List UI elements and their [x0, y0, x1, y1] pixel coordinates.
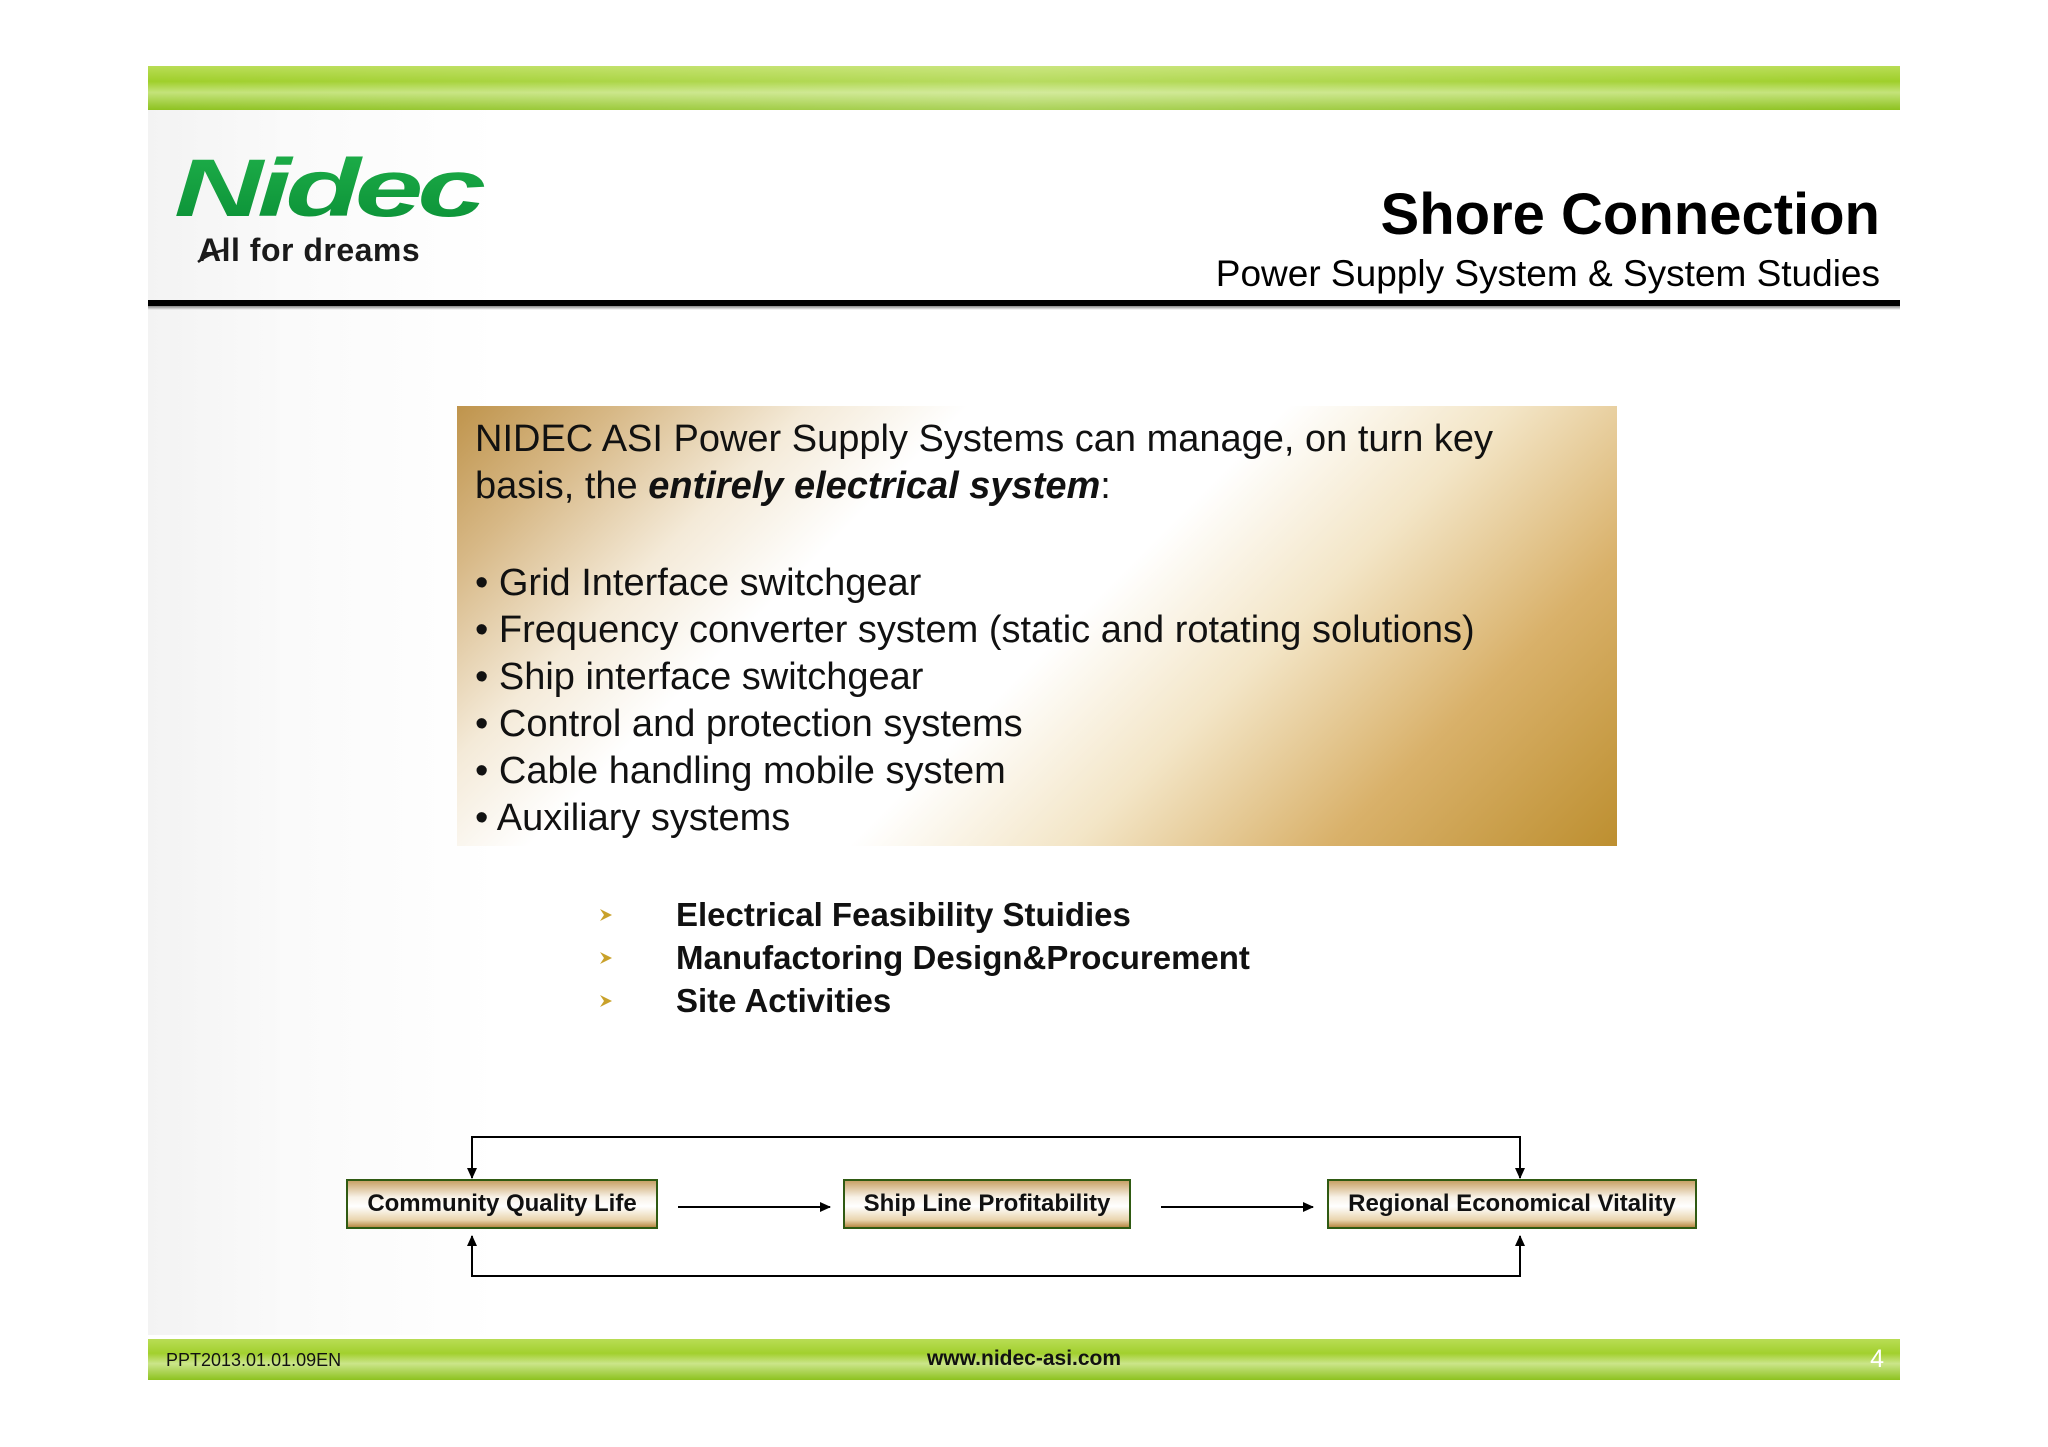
page-number: 4	[1870, 1345, 1884, 1373]
feature-item: Auxiliary systems	[475, 795, 1475, 842]
top-loop-connector	[471, 1136, 1521, 1178]
bottom-loop-connector	[471, 1236, 1521, 1277]
service-item: Site Activities	[596, 979, 1250, 1022]
page-title: Shore Connection	[1380, 182, 1880, 247]
arrowhead-bullet-icon	[600, 909, 612, 921]
flow-node-label: Regional Economical Vitality	[1348, 1190, 1676, 1217]
feature-item: Cable handling mobile system	[475, 748, 1475, 795]
page-subtitle: Power Supply System & System Studies	[1215, 253, 1880, 294]
feature-intro-prefix: NIDEC ASI Power Supply Systems can manag…	[475, 418, 1494, 507]
document-code: PPT2013.01.01.09EN	[166, 1350, 342, 1370]
flow-node-community: Community Quality Life	[346, 1179, 658, 1229]
feature-box: NIDEC ASI Power Supply Systems can manag…	[457, 406, 1617, 846]
service-label: Site Activities	[676, 982, 892, 1019]
arrowhead-bullet-icon	[600, 952, 612, 964]
nidec-wordmark-icon: Nidec	[174, 150, 488, 230]
flow-node-regional: Regional Economical Vitality	[1327, 1179, 1697, 1229]
svg-text:Nidec: Nidec	[174, 150, 485, 230]
flow-node-label: Ship Line Profitability	[863, 1190, 1111, 1217]
tagline-swoosh-icon	[197, 248, 225, 263]
header-divider	[148, 300, 1900, 306]
service-item: Electrical Feasibility Stuidies	[596, 893, 1250, 936]
services-list: Electrical Feasibility Stuidies Manufact…	[596, 893, 1250, 1022]
feature-item: Grid Interface switchgear	[475, 560, 1475, 607]
feature-item: Frequency converter system (static and r…	[475, 607, 1475, 654]
footer-website-link[interactable]: www.nidec-asi.com	[926, 1347, 1122, 1370]
brand-tagline: All for dreams	[198, 232, 421, 268]
feature-intro-emphasis: entirely electrical system	[648, 465, 1101, 507]
bottom-green-bar	[148, 1339, 1900, 1380]
header-divider-shadow	[148, 306, 1900, 310]
flow-node-ship-line: Ship Line Profitability	[843, 1179, 1131, 1229]
feature-item: Ship interface switchgear	[475, 654, 1475, 701]
feature-intro: NIDEC ASI Power Supply Systems can manag…	[475, 416, 1595, 510]
feature-list: Grid Interface switchgear Frequency conv…	[475, 560, 1475, 842]
service-label: Electrical Feasibility Stuidies	[676, 896, 1131, 933]
arrowhead-bullet-icon	[600, 995, 612, 1007]
flow-node-label: Community Quality Life	[367, 1190, 637, 1217]
service-item: Manufactoring Design&Procurement	[596, 936, 1250, 979]
service-label: Manufactoring Design&Procurement	[676, 939, 1250, 976]
nidec-logo: Nidec	[168, 150, 488, 270]
feature-intro-suffix: :	[1100, 465, 1111, 507]
top-green-bar	[148, 66, 1900, 110]
feature-item: Control and protection systems	[475, 701, 1475, 748]
